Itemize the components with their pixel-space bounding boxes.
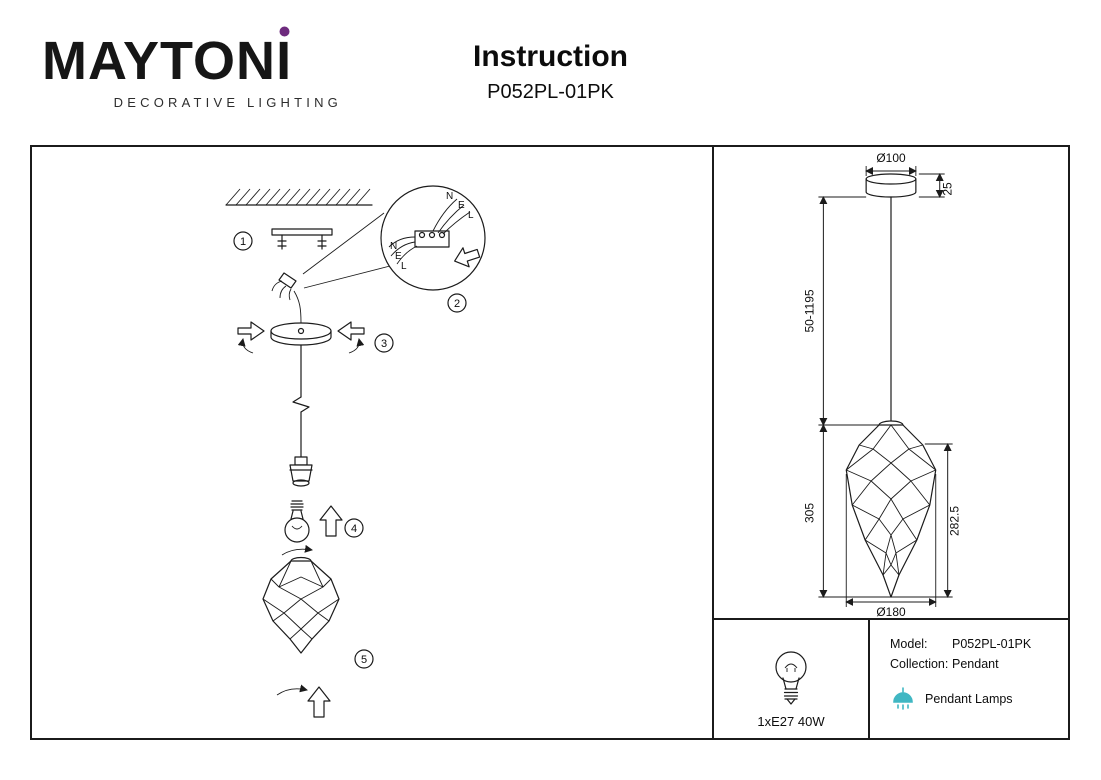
- model-line: Model: P052PL-01PK: [890, 637, 1060, 651]
- insert-up-arrow-icon: [319, 505, 343, 537]
- step-5-number: 5: [361, 654, 367, 666]
- rotate-shade-bottom-arrow-icon: [276, 684, 308, 696]
- dim-shade-height-group: 282.5: [891, 443, 962, 598]
- model-label: Model:: [890, 637, 928, 651]
- step3-canopy: 3: [237, 321, 394, 354]
- dimension-drawing: Ø100 25 50-1195: [802, 151, 962, 618]
- wire-label-n-top: N: [446, 191, 453, 202]
- collection-label: Collection:: [890, 657, 949, 671]
- right-panel: Ø100 25 50-1195: [714, 147, 1068, 738]
- step-1-number: 1: [240, 236, 246, 248]
- brand-dot-icon: [279, 26, 290, 37]
- step-2-number: 2: [454, 298, 460, 310]
- content-frame: 1 N E L N: [30, 145, 1070, 740]
- bulb-spec-cell: 1xE27 40W: [714, 620, 870, 738]
- category-label: Pendant Lamps: [925, 692, 1013, 706]
- dim-fixture-height-group: 305: [802, 424, 891, 598]
- dim-canopy-height: 25: [941, 182, 955, 196]
- collection-line: Collection: Pendant: [890, 657, 1060, 671]
- rotate-left-arrow-icon: [237, 338, 254, 354]
- push-right-arrow-icon: [237, 321, 265, 341]
- dim-suspension-length: 50-1195: [802, 289, 816, 332]
- wire-label-e-top: E: [458, 200, 465, 211]
- rotate-right-arrow-icon: [348, 338, 365, 354]
- canopy-drawing: [865, 173, 917, 198]
- bulb-spec-text: 1xE27 40W: [757, 714, 825, 729]
- dim-suspension-length-group: 50-1195: [802, 196, 880, 426]
- brand-name-main: MAYTON: [42, 31, 277, 91]
- suspension-cable: [292, 344, 310, 458]
- dim-shade-diameter: Ø180: [876, 605, 906, 618]
- dim-canopy-diameter: Ø100: [876, 151, 906, 165]
- wire-label-e-left: E: [395, 251, 402, 262]
- spec-row: 1xE27 40W Model: P052PL-01PK Collection:…: [714, 620, 1068, 738]
- wiring-direction-arrow-icon: [454, 247, 481, 268]
- step2-wiring: N E L N E L 2: [271, 185, 486, 324]
- assembly-instructions-panel: 1 N E L N: [32, 147, 714, 738]
- bulb-icon: [775, 651, 807, 705]
- pendant-lamp-icon: [893, 687, 913, 710]
- brand-name-i: I: [276, 26, 292, 88]
- wire-label-n-left: N: [390, 241, 397, 252]
- product-info-cell: Model: P052PL-01PK Collection: Pendant: [870, 620, 1068, 738]
- step1-ceiling-mount: 1: [225, 188, 373, 251]
- model-value: P052PL-01PK: [952, 637, 1032, 651]
- step-4-number: 4: [351, 523, 357, 535]
- wire-label-l-left: L: [401, 261, 407, 272]
- shade-drawing: [845, 420, 937, 598]
- dim-shade-height: 282.5: [948, 506, 962, 536]
- dim-fixture-height: 305: [802, 503, 816, 523]
- wire-label-l-top: L: [468, 210, 474, 221]
- dim-canopy-diameter-group: Ø100: [865, 151, 917, 176]
- rotate-shade-arrow-icon: [281, 544, 313, 556]
- step5-shade: 5: [262, 544, 374, 718]
- collection-value: Pendant: [952, 657, 999, 671]
- category-line: Pendant Lamps: [890, 687, 1060, 711]
- dimension-drawing-panel: Ø100 25 50-1195: [714, 147, 1068, 620]
- push-left-arrow-icon: [337, 321, 365, 341]
- step-3-number: 3: [381, 338, 387, 350]
- dim-shade-diameter-group: Ø180: [845, 474, 937, 618]
- dim-canopy-height-group: 25: [918, 173, 955, 198]
- lift-shade-arrow-icon: [307, 686, 331, 718]
- step4-bulb: 4: [284, 456, 364, 543]
- brand-tagline: DECORATIVE LIGHTING: [113, 95, 342, 110]
- assembly-diagram: 1 N E L N: [225, 185, 486, 718]
